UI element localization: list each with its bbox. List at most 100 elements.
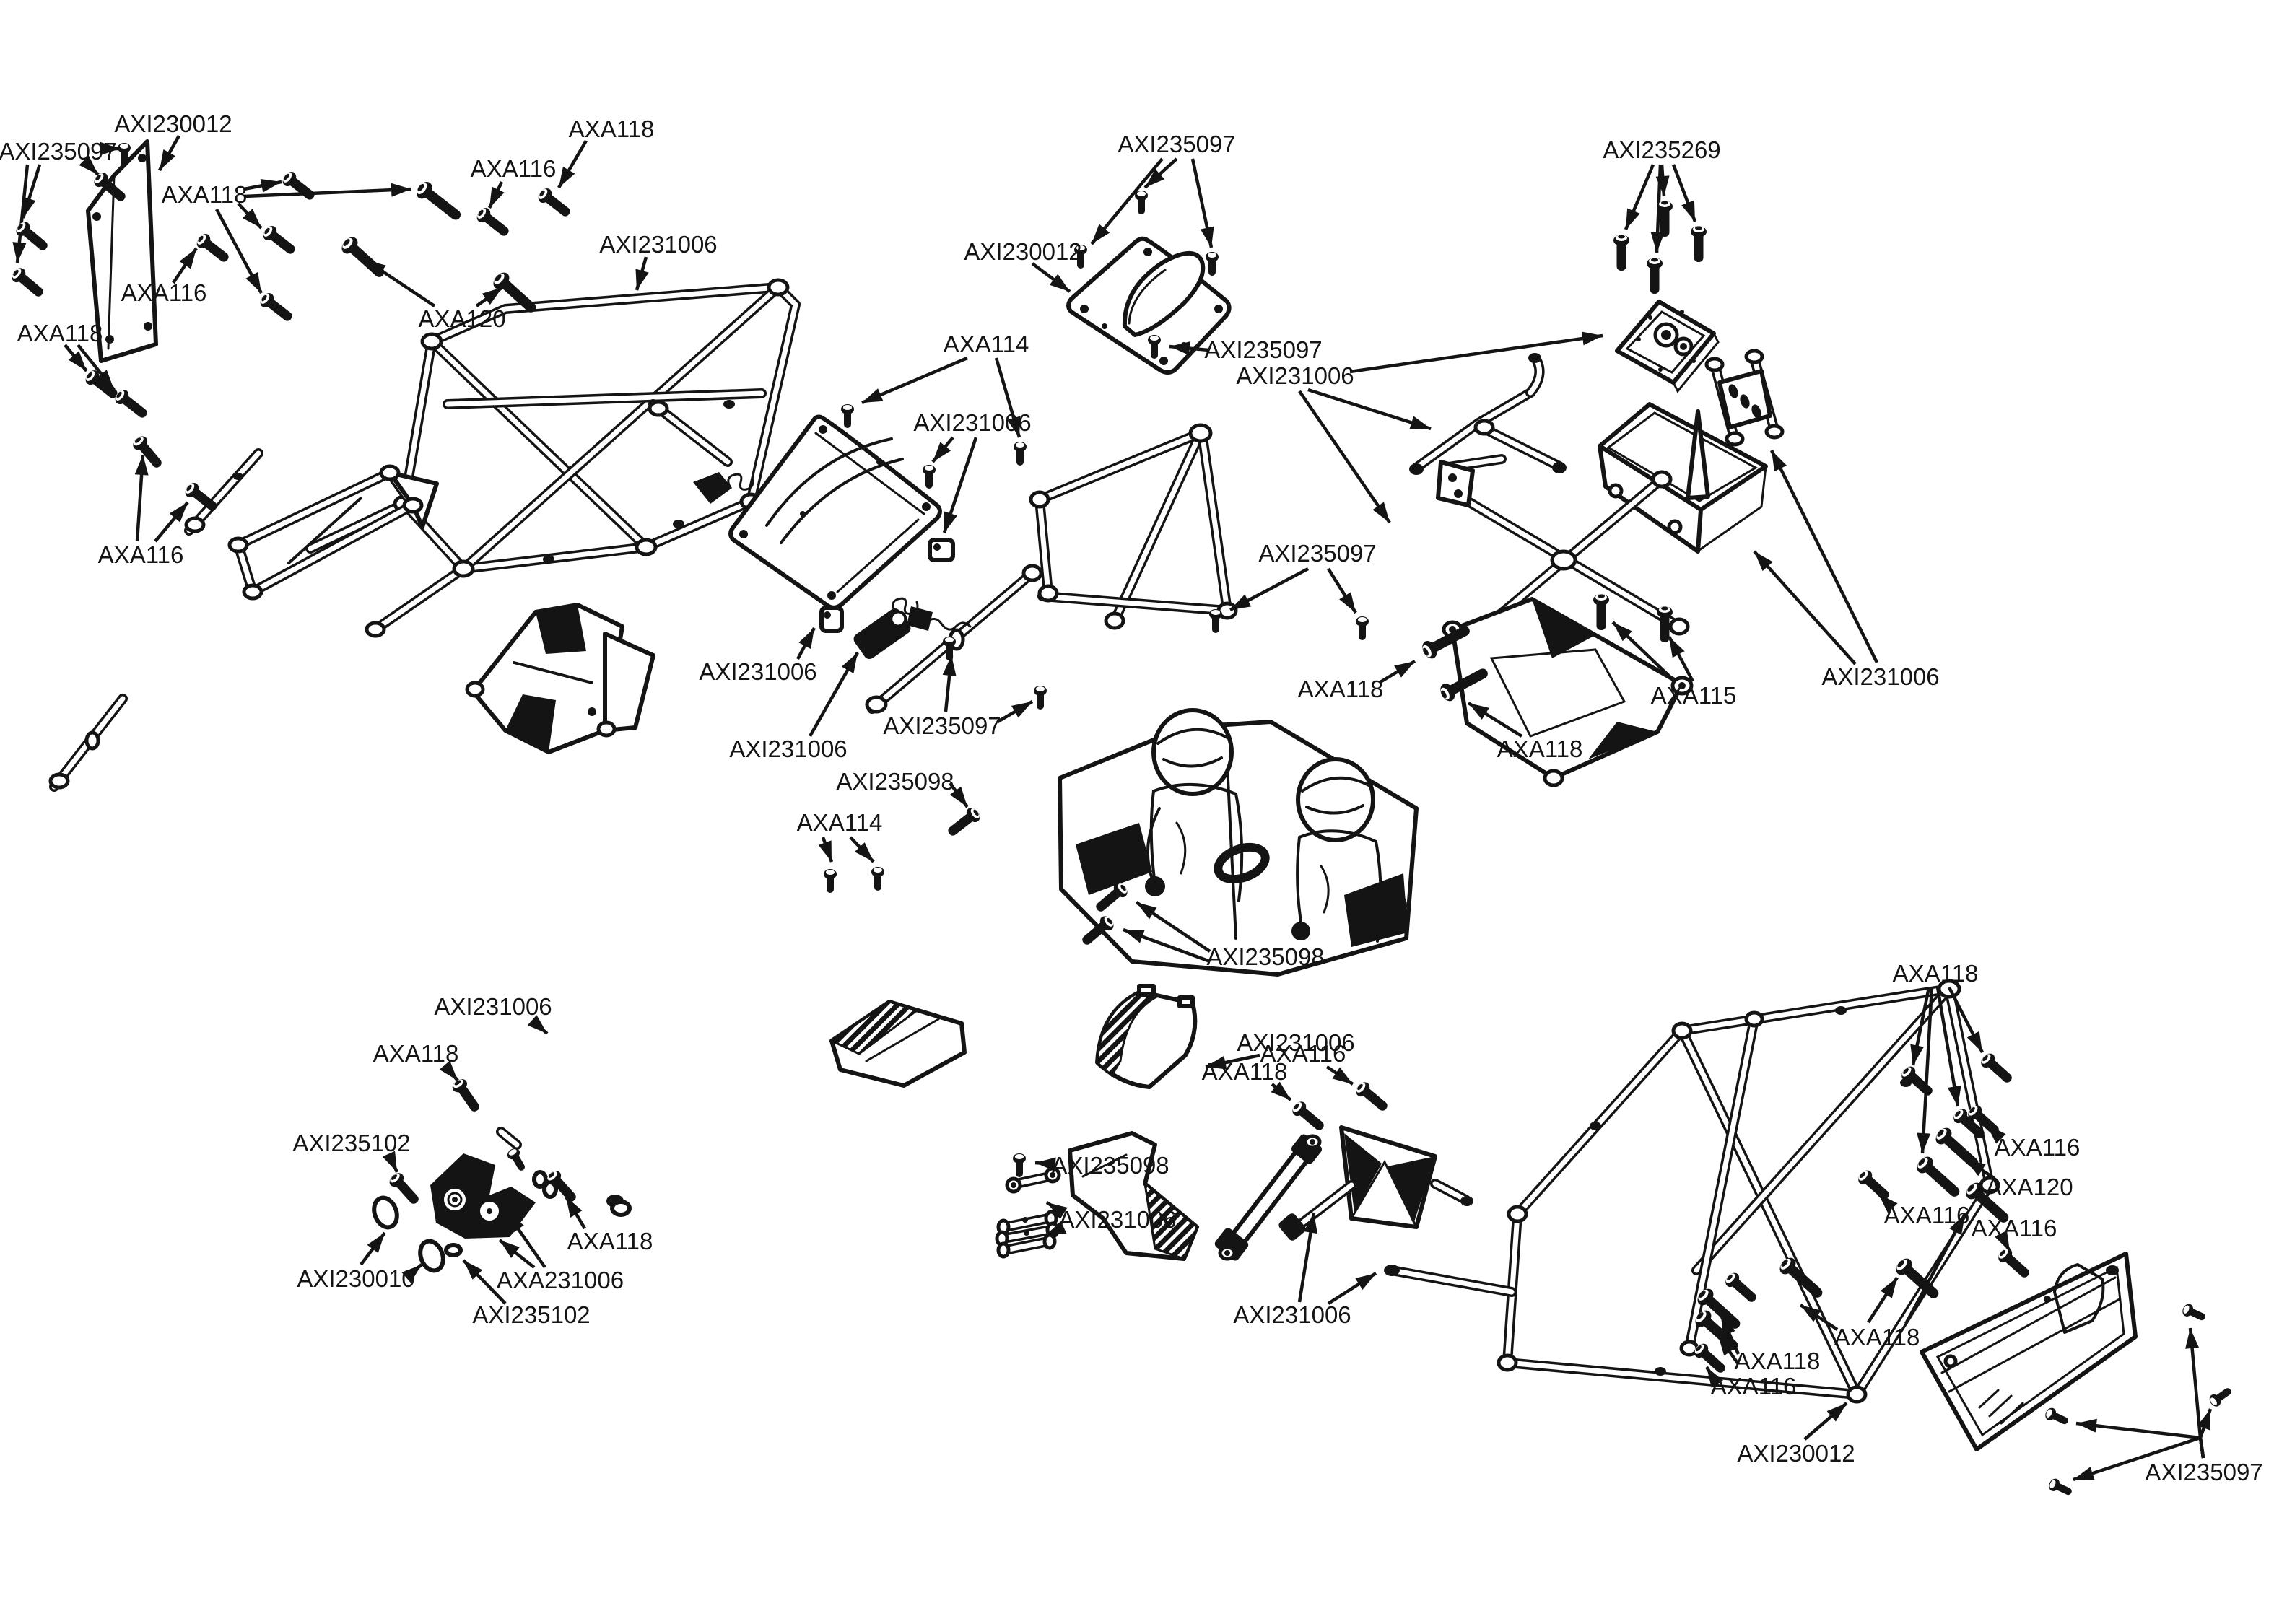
seat-stand-frame bbox=[648, 399, 1238, 714]
front-bumper-mount bbox=[465, 603, 655, 754]
steering-knuckle-mount bbox=[1278, 1125, 1473, 1241]
y-pipe-tube bbox=[1409, 353, 1567, 475]
part-label-AXA118: AXA118 bbox=[1497, 735, 1583, 762]
rear-console-panel bbox=[1068, 1131, 1199, 1261]
leader-arrowhead bbox=[391, 183, 411, 197]
panel-mount-clamp-2 bbox=[928, 538, 955, 562]
leader-arrowhead bbox=[1966, 1031, 1982, 1052]
part-label-AXI235102: AXI235102 bbox=[292, 1130, 410, 1156]
part-label-AXA116: AXA116 bbox=[98, 541, 184, 568]
leader-arrowhead bbox=[933, 442, 951, 462]
part-label-AXA118: AXA118 bbox=[1834, 1324, 1920, 1350]
screw-icon bbox=[257, 290, 296, 326]
headlight-lens-2 bbox=[418, 1239, 445, 1273]
part-number-labels: AXI235097AXI230012AXA118AXA116AXA118AXA1… bbox=[0, 110, 2263, 1485]
leader-arrowhead bbox=[1947, 1085, 1961, 1106]
leader-arrowhead bbox=[2073, 1467, 2095, 1480]
leader-arrowhead bbox=[1271, 1081, 1291, 1100]
leader-arrowhead bbox=[489, 186, 505, 208]
leader-arrowhead bbox=[1681, 200, 1695, 222]
screw-icon bbox=[279, 169, 318, 204]
driver-figures-cockpit bbox=[1058, 708, 1419, 977]
part-label-AXI231006: AXI231006 bbox=[434, 993, 552, 1020]
part-label-AXI231006: AXI231006 bbox=[1237, 1029, 1354, 1056]
leader-arrowhead bbox=[1754, 551, 1773, 572]
leader-arrowhead bbox=[463, 1260, 483, 1280]
electronics-box bbox=[1615, 300, 1720, 393]
screw-icon bbox=[474, 205, 513, 240]
part-label-AXI231006: AXI231006 bbox=[729, 735, 847, 762]
part-label-AXA118: AXA118 bbox=[373, 1040, 459, 1067]
screw-icon bbox=[1914, 1153, 1965, 1202]
leader-arrowhead bbox=[1949, 1214, 1965, 1236]
part-label-AXA116: AXA116 bbox=[1711, 1373, 1797, 1400]
part-label-AXA120: AXA120 bbox=[1985, 1174, 2073, 1200]
leader-arrowhead bbox=[944, 511, 957, 533]
leader-arrowhead bbox=[507, 1213, 524, 1234]
leader-arrowhead bbox=[1047, 1202, 1068, 1220]
leader-arrowhead bbox=[12, 242, 27, 263]
steering-servo bbox=[853, 608, 911, 660]
trailing-arm bbox=[1214, 1134, 1322, 1261]
screw-icon bbox=[260, 223, 299, 258]
screw-icon bbox=[1014, 442, 1027, 466]
part-label-AXI231006: AXI231006 bbox=[1821, 663, 1939, 690]
leader-arrowhead bbox=[1230, 594, 1252, 610]
part-label-AXI231006: AXI231006 bbox=[1236, 362, 1354, 389]
part-label-AXA116: AXA116 bbox=[1260, 1040, 1346, 1067]
part-label-AXI230012: AXI230012 bbox=[964, 238, 1081, 265]
leader-arrowhead bbox=[1707, 1367, 1723, 1388]
leader-arrowhead bbox=[96, 370, 114, 390]
leader-arrowhead bbox=[242, 209, 261, 228]
leader-arrowhead bbox=[1800, 1305, 1821, 1322]
leader-arrowhead bbox=[798, 628, 814, 650]
part-label-AXI230010: AXI230010 bbox=[297, 1265, 414, 1292]
leader-arrowhead bbox=[1339, 592, 1356, 613]
leader-arrowhead bbox=[1332, 1067, 1353, 1084]
leader-arrowhead bbox=[1468, 703, 1489, 720]
leader-arrowhead bbox=[1200, 226, 1214, 248]
leader-arrowhead bbox=[245, 271, 261, 293]
part-label-AXA118: AXA118 bbox=[567, 1228, 653, 1254]
leader-arrowhead bbox=[818, 840, 832, 862]
part-label-AXI235098: AXI235098 bbox=[1206, 943, 1324, 970]
leader-arrowhead bbox=[367, 1233, 385, 1254]
screw-icon bbox=[1034, 686, 1047, 710]
leader-arrowhead bbox=[260, 178, 282, 193]
part-label-AXI235097: AXI235097 bbox=[1118, 131, 1235, 157]
screw-icon bbox=[535, 185, 574, 221]
part-label-AXI231006: AXI231006 bbox=[599, 231, 717, 258]
screw-icon bbox=[1691, 226, 1707, 262]
leader-arrowhead bbox=[1581, 331, 1603, 346]
panel-mount-clamp bbox=[819, 597, 933, 633]
part-label-AXA118: AXA118 bbox=[1202, 1058, 1288, 1085]
leader-arrowhead bbox=[1372, 502, 1390, 523]
screw-icon bbox=[1722, 1270, 1761, 1306]
leader-arrowhead bbox=[1206, 1055, 1227, 1070]
front-body-panel bbox=[693, 414, 955, 633]
leader-arrowhead bbox=[1626, 208, 1640, 230]
driver-left bbox=[1145, 708, 1270, 902]
part-label-AXA120: AXA120 bbox=[418, 305, 505, 332]
rocker-side-panel bbox=[1920, 1252, 2138, 1451]
part-label-AXA118: AXA118 bbox=[17, 320, 103, 346]
screw-icon bbox=[1855, 1167, 1894, 1204]
leader-arrowhead bbox=[160, 149, 176, 170]
screw-icon bbox=[944, 805, 983, 840]
chassis-h-brace bbox=[1704, 349, 1785, 447]
leader-arrowhead bbox=[79, 155, 98, 175]
leader-arrowhead bbox=[22, 196, 36, 218]
screw-icon bbox=[2043, 1406, 2071, 1428]
screw-icon bbox=[1206, 252, 1219, 276]
part-label-AXA118: AXA118 bbox=[569, 115, 655, 142]
leader-arrowhead bbox=[439, 1060, 458, 1081]
leader-arrowhead bbox=[1880, 1278, 1897, 1298]
leader-arrowhead bbox=[169, 502, 188, 523]
leader-arrowhead bbox=[482, 287, 502, 305]
leader-arrowhead bbox=[1169, 341, 1190, 356]
leader-arrowhead bbox=[1123, 930, 1145, 943]
part-label-AXI231006: AXI231006 bbox=[699, 658, 816, 685]
screw-icon bbox=[450, 1076, 484, 1115]
screw-icon bbox=[1593, 594, 1609, 630]
